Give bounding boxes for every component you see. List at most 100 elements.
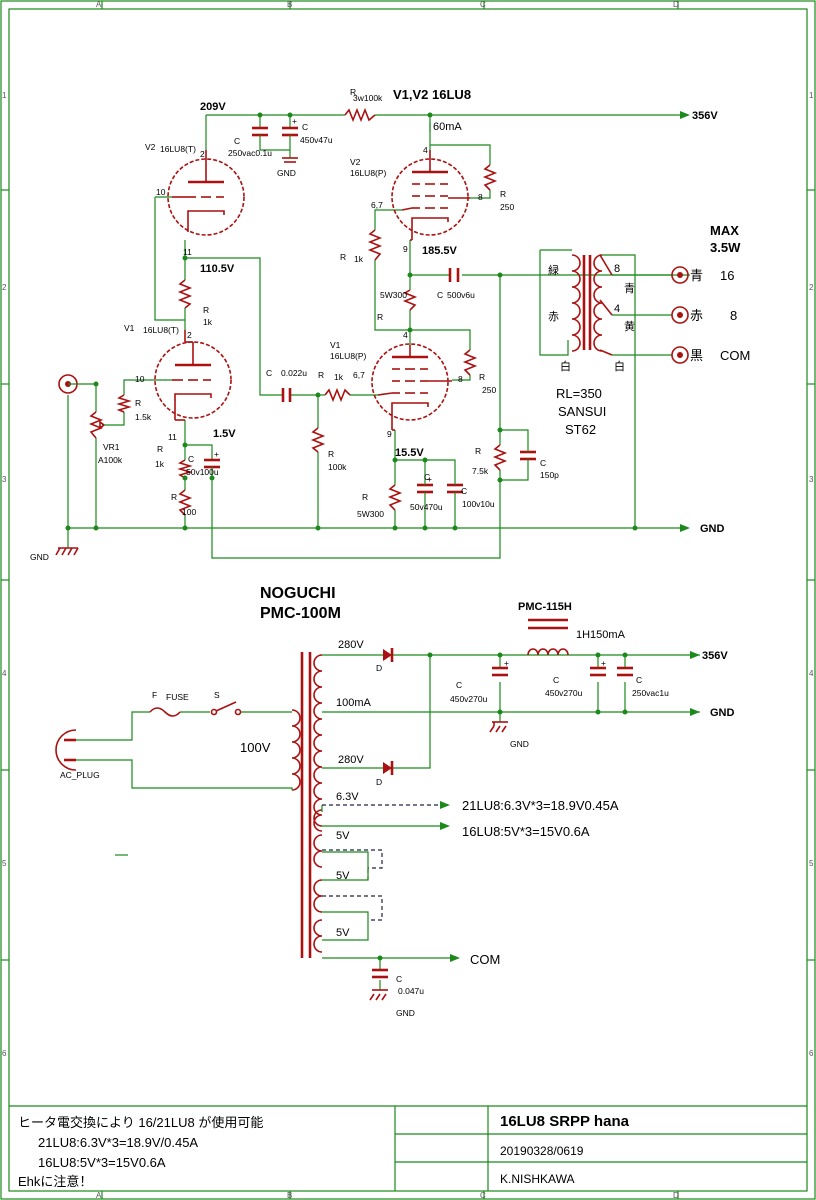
node-15-5v: 15.5V (395, 447, 424, 459)
supply-356v-label: 356V (692, 110, 718, 122)
c10-val: 100v10u (462, 499, 495, 509)
vr1-ref: VR1 (103, 442, 120, 452)
psu-gnd-small: GND (510, 739, 529, 749)
pin-67-v2p: 6,7 (371, 200, 383, 210)
tube-v2p (391, 150, 470, 241)
resistor-100 (177, 489, 193, 516)
tube-v1t (154, 330, 232, 421)
node-185v: 185.5V (422, 245, 458, 257)
output-terminals (671, 266, 689, 364)
junction-dots (65, 112, 638, 961)
resistor-1k-g2 (367, 229, 383, 261)
heater-dash-links (322, 804, 440, 921)
c047-val: 0.047u (398, 986, 424, 996)
project-author: K.NISHKAWA (500, 1172, 574, 1186)
c50-val: 50v100u (186, 467, 219, 477)
psu-arrows (440, 651, 700, 962)
psu-tx-model: PMC-100M (260, 605, 341, 622)
v2p-type: 16LU8(P) (350, 168, 387, 178)
c10-ref: C (461, 486, 467, 496)
row-ref-4: 4 (2, 669, 7, 678)
tx-green-label: 緑 (548, 263, 559, 277)
gnd-small-label: GND (277, 168, 296, 178)
resistor-1k-grid (324, 387, 351, 403)
max-label: MAX (710, 223, 739, 238)
supply-arrows (429, 111, 690, 532)
c470-ref: C (424, 472, 430, 482)
fuse-switch-plug (55, 701, 242, 771)
r75k-ref: R (475, 446, 481, 456)
r67-label: 6,7 (353, 370, 365, 380)
capacitors: +++ (204, 116, 536, 495)
psu-gnd: GND (710, 707, 735, 719)
row-ref-5: 5 (2, 859, 7, 868)
r1kg2-val: 1k (354, 254, 364, 264)
amp-wires (67, 114, 690, 559)
r15k-val: 1.5k (135, 412, 152, 422)
row-ref-1-right: 1 (809, 91, 814, 100)
r250b-ref: R (479, 372, 485, 382)
note-line-1: ヒータ電交換により 16/21LU8 が使用可能 (18, 1115, 263, 1130)
svg-text:+: + (601, 658, 606, 668)
mains-100v: 100V (240, 740, 271, 755)
inner-frame (8, 8, 808, 1192)
r100-ref: R (171, 492, 177, 502)
pin-9-v2p: 9 (403, 244, 408, 254)
c270b-val: 450v270u (545, 688, 583, 698)
r1kv1-ref: R (203, 305, 209, 315)
resistor-7-5k (492, 444, 508, 471)
c270a-val: 450v270u (450, 694, 488, 704)
psu-capacitors: ++ (369, 658, 633, 1001)
r250b-val: 250 (482, 385, 496, 395)
col-ref-d-bottom: D (673, 1191, 679, 1200)
r1kin-val: 1k (334, 372, 344, 382)
r5w300b-val: 5W300 (357, 509, 384, 519)
v1p-type: 16LU8(P) (330, 351, 367, 361)
resistor-1k-v1t (177, 279, 193, 309)
ac-plug-label: AC_PLUG (60, 770, 100, 780)
c0022-ref: C (266, 368, 272, 378)
tube-v2t (167, 150, 245, 236)
pin-10-v2t: 10 (156, 187, 166, 197)
c1-val: 250vac0.1u (228, 148, 272, 158)
c50-ref: C (188, 454, 194, 464)
r1kv1-val: 1k (203, 317, 213, 327)
heater-5v-c: 5V (336, 927, 350, 939)
row-ref-1: 1 (2, 91, 7, 100)
v280-top: 280V (338, 639, 364, 651)
r3w-val: 3w100k (353, 93, 383, 103)
row-ref-6-right: 6 (809, 1049, 814, 1058)
tx-yellow-label: 黄 (624, 319, 635, 333)
pin-8-v2p: 8 (478, 192, 483, 202)
row-ref-2: 2 (2, 283, 7, 292)
svg-text:+: + (292, 116, 297, 126)
v2p-name: V2 (350, 157, 361, 167)
ground-symbols (55, 157, 298, 556)
tx-white-right: 白 (614, 359, 625, 373)
r100-val: 100 (182, 507, 196, 517)
r1kg2-ref: R (340, 252, 346, 262)
v1p-name: V1 (330, 340, 341, 350)
c01-ref: C (636, 675, 642, 685)
col-ref-d: D (673, 0, 679, 9)
col-ref-b: B (287, 0, 292, 9)
r5w300a-val: 5W300 (380, 290, 407, 300)
row-ref-3-right: 3 (809, 475, 814, 484)
choke-value: 1H150mA (576, 629, 626, 641)
v1t-type: 16LU8(T) (143, 325, 179, 335)
col-ref-c-bottom: C (480, 1191, 486, 1200)
node-110v: 110.5V (200, 263, 235, 275)
title-block (9, 1105, 807, 1191)
input-jack (58, 374, 96, 394)
c1-ref: C (234, 136, 240, 146)
r1kin-ref: R (318, 370, 324, 380)
col-ref-c: C (480, 0, 486, 9)
heater-16lu8: 16LU8:5V*3=15V0.6A (462, 824, 590, 839)
r1kk-ref: R (157, 444, 163, 454)
choke (527, 618, 569, 656)
v2t-name: V2 (145, 142, 156, 152)
choke-name: PMC-115H (518, 601, 572, 613)
row-ref-3: 3 (2, 475, 7, 484)
c470-val: 50v470u (410, 502, 443, 512)
